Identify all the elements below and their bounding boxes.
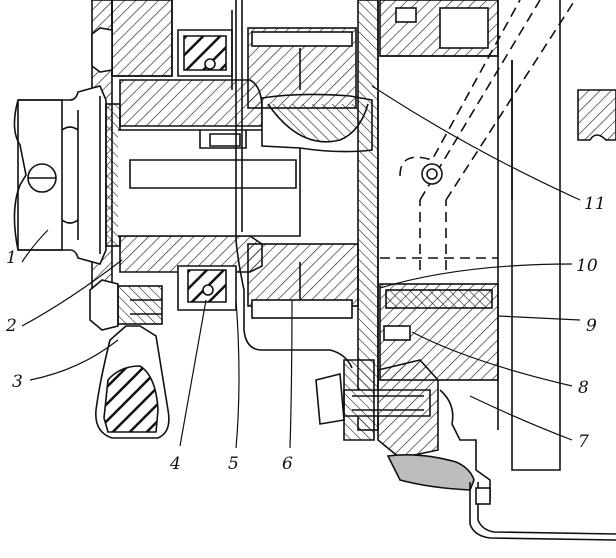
lower-housing [247,243,359,319]
hex-nut [13,85,107,265]
lower-shoe [379,283,499,381]
upper-seal [177,10,233,90]
right-bracket [577,89,616,141]
cable [469,482,616,541]
leader-lines [21,85,581,449]
callout-3: 3 [12,372,23,392]
drum-outline [380,0,576,471]
callout-8: 8 [578,378,589,398]
callout-9: 9 [586,316,597,336]
lower-seal [177,265,237,311]
callout-11: 11 [584,194,606,214]
washer [105,103,121,247]
shield-sheet [235,0,353,369]
callout-5: 5 [228,454,239,474]
upper-shoe [379,0,499,57]
callout-10: 10 [576,256,598,276]
lower-bolt [89,279,163,331]
upper-housing [247,27,357,109]
callout-6: 6 [282,454,293,474]
upper-bolt [91,27,113,73]
callout-7: 7 [578,432,589,452]
callout-2: 2 [6,316,17,336]
hub-piece [377,359,491,500]
bracket-arm [95,325,170,439]
callout-4: 4 [170,454,181,474]
callout-1: 1 [6,248,17,268]
